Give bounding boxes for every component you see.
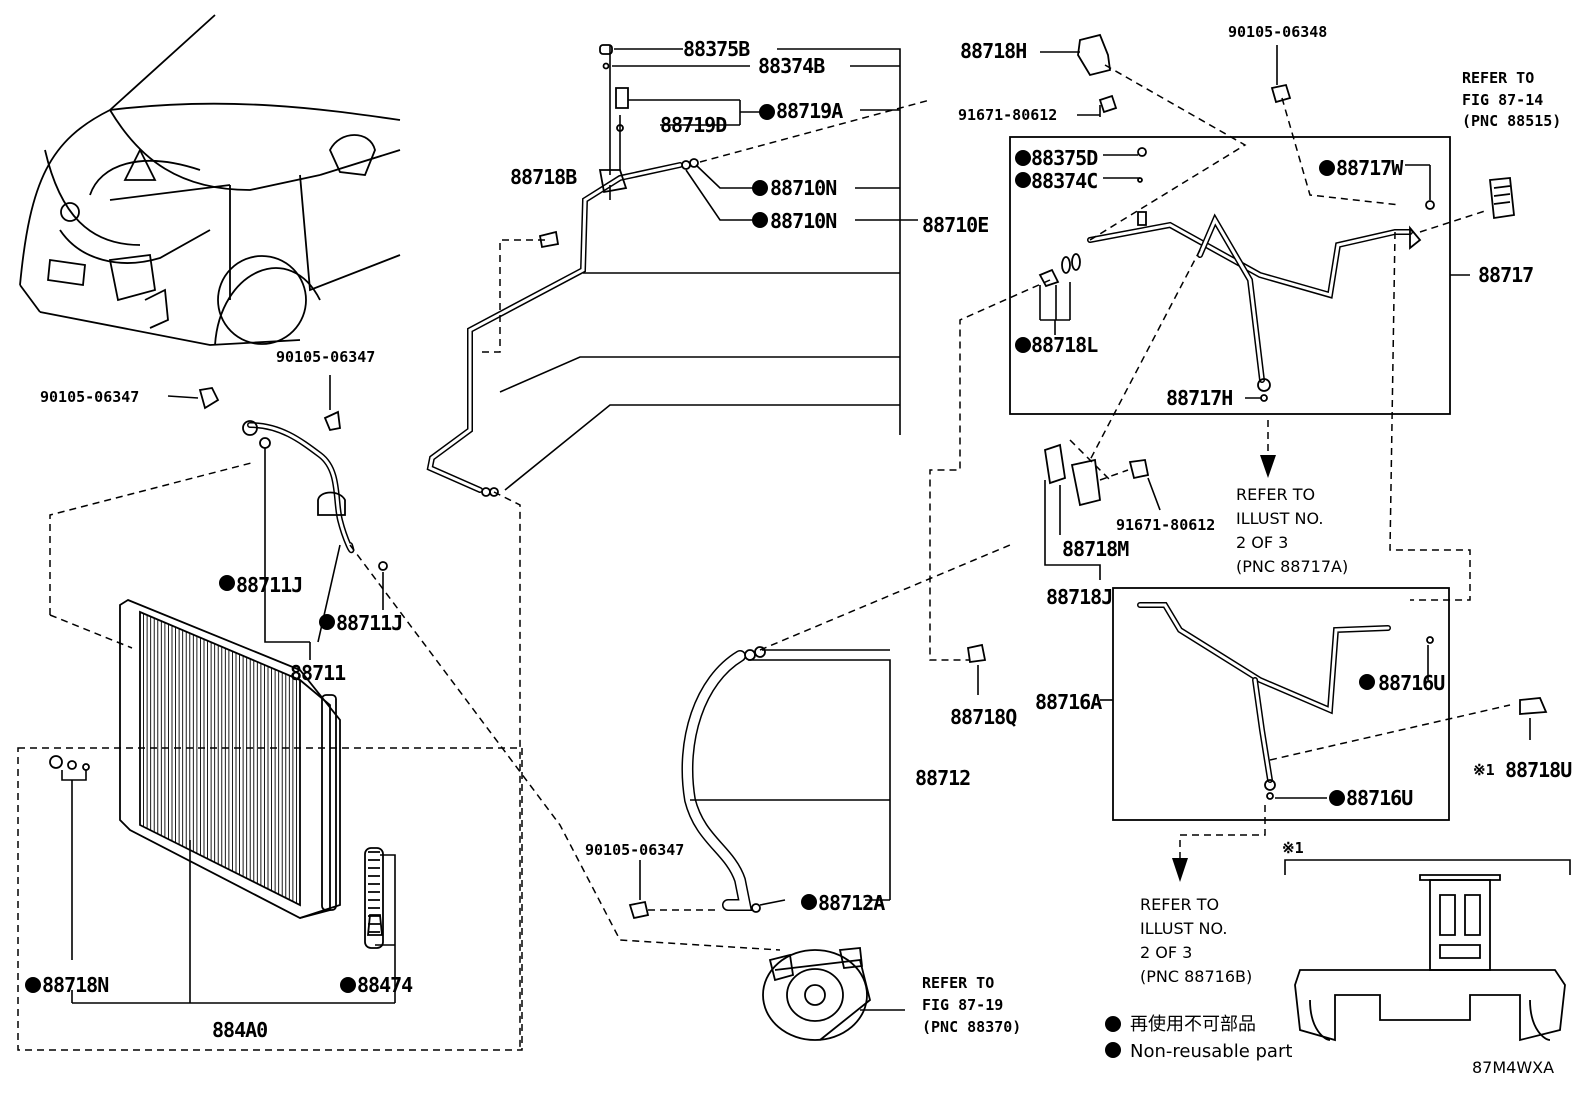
refer-88717a-line1: REFER TO	[1236, 485, 1315, 504]
condenser-dash-link	[49, 461, 256, 615]
label-88711j-b: 88711J	[336, 611, 402, 635]
label-88712: 88712	[915, 766, 970, 790]
refer-fig-87-19: REFER TO FIG 87-19 (PNC 88370)	[922, 974, 1021, 1036]
label-88718j: 88718J	[1046, 585, 1112, 609]
label-884a0: 884A0	[212, 1018, 267, 1042]
refer-87-14-line2: FIG 87-14	[1462, 91, 1543, 109]
refer-87-19-line3: (PNC 88370)	[922, 1018, 1021, 1036]
legend-japanese: 再使用不可部品	[1130, 1014, 1256, 1035]
refer-88716b-line3: 2 OF 3	[1140, 943, 1192, 962]
label-90105-left-a: 90105-06347	[40, 388, 139, 406]
label-91671-top: 91671-80612	[958, 106, 1057, 124]
pipe-88710e-clamp-link	[478, 239, 545, 353]
label-88716a: 88716A	[1035, 690, 1102, 714]
label-88718b: 88718B	[510, 165, 577, 189]
label-88718q: 88718Q	[950, 705, 1017, 729]
label-88718h: 88718H	[960, 39, 1026, 63]
refer-87-14-line1: REFER TO	[1462, 69, 1534, 87]
label-88718m: 88718M	[1062, 537, 1129, 561]
non-reusable-markers	[25, 104, 1375, 1058]
bracket-88718m	[1043, 443, 1150, 507]
refer-88717a-line4: (PNC 88717A)	[1236, 557, 1348, 576]
label-90105-mid: 90105-06347	[585, 841, 684, 859]
label-88717h: 88717H	[1166, 386, 1232, 410]
label-88717: 88717	[1478, 263, 1533, 287]
label-88719a: 88719A	[776, 99, 843, 123]
refer-87-14-line3: (PNC 88515)	[1462, 112, 1561, 130]
label-88710n-b: 88710N	[770, 209, 836, 233]
refer-87-19-line2: FIG 87-19	[922, 996, 1003, 1014]
label-88718u: 88718U	[1505, 758, 1571, 782]
label-88716u-b: 88716U	[1346, 786, 1412, 810]
label-88374b: 88374B	[758, 54, 825, 78]
pipe-88716a	[966, 602, 1548, 800]
label-88374c: 88374C	[1031, 169, 1097, 193]
refer-illust-88716b: REFER TO ILLUST NO. 2 OF 3 (PNC 88716B)	[1140, 895, 1252, 986]
refer-88716b-line1: REFER TO	[1140, 895, 1219, 914]
label-88712a: 88712A	[818, 891, 885, 915]
label-88718n: 88718N	[42, 973, 108, 997]
pipe-88710e	[426, 44, 699, 497]
label-88375b: 88375B	[683, 37, 750, 61]
part-labels: 88375B 88374B 88719A 88719D 88718B 88710…	[40, 23, 1572, 1077]
condenser-group-box	[17, 747, 523, 1051]
refer-88717a-line2: ILLUST NO.	[1236, 509, 1323, 528]
label-88719d: 88719D	[660, 113, 727, 137]
label-88375d: 88375D	[1031, 146, 1098, 170]
label-91671-mid: 91671-80612	[1116, 516, 1215, 534]
label-88716u-a: 88716U	[1378, 671, 1444, 695]
label-88718l: 88718L	[1031, 333, 1098, 357]
pipe-88717	[1038, 33, 1515, 402]
condenser-assembly	[49, 598, 384, 949]
vehicle-front-illustration	[19, 14, 401, 346]
legend-non-reusable: Non-reusable part	[1130, 1041, 1292, 1062]
legend: 再使用不可部品 Non-reusable part	[1130, 1014, 1292, 1062]
compressor	[762, 947, 872, 1041]
label-90105-left-b: 90105-06347	[276, 348, 375, 366]
label-88710e: 88710E	[922, 213, 988, 237]
label-88710n-a: 88710N	[770, 176, 836, 200]
refer-87-19-line1: REFER TO	[922, 974, 994, 992]
illustration-code: 87M4WXA	[1472, 1058, 1554, 1077]
label-88474: 88474	[357, 973, 413, 997]
refer-arrows	[1172, 420, 1276, 882]
leader-lines	[61, 45, 1531, 1011]
refer-illust-88717a: REFER TO ILLUST NO. 2 OF 3 (PNC 88717A)	[1236, 485, 1348, 576]
label-88717w: 88717W	[1336, 156, 1404, 180]
label-88711j-a: 88711J	[236, 573, 302, 597]
detail-mark: ※1	[1282, 839, 1304, 857]
refer-fig-87-14: REFER TO FIG 87-14 (PNC 88515)	[1462, 69, 1561, 130]
label-90105-06348: 90105-06348	[1228, 23, 1327, 41]
label-88718u-mark: ※1	[1473, 761, 1495, 779]
refer-88716b-line4: (PNC 88716B)	[1140, 967, 1252, 986]
pipe-88716a-box	[1112, 587, 1450, 821]
hose-88712	[628, 646, 766, 920]
refer-88717a-line3: 2 OF 3	[1236, 533, 1288, 552]
refer-88716b-line2: ILLUST NO.	[1140, 919, 1227, 938]
label-88711: 88711	[290, 661, 346, 685]
pipe-88711	[198, 387, 388, 571]
clip-detail-88718u	[1284, 859, 1571, 1042]
